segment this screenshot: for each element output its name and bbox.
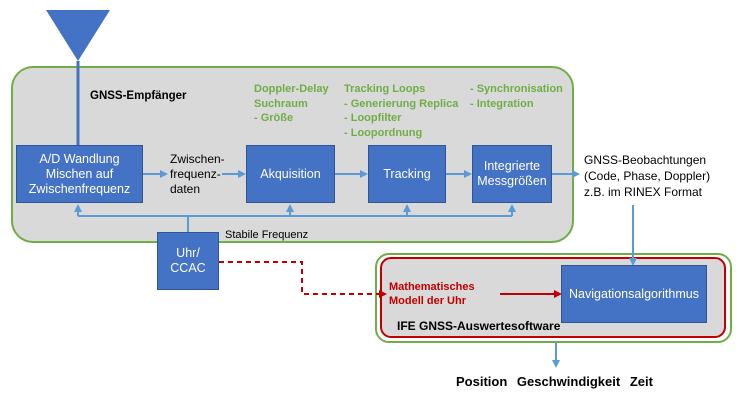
receiver-title: GNSS-Empfänger bbox=[90, 90, 187, 102]
measurement-note-2: - Integration bbox=[470, 97, 534, 110]
tracking-note-3: - Loopfilter bbox=[344, 112, 402, 124]
tracking-label: Tracking bbox=[383, 166, 431, 181]
clock-box: Uhr/ CCAC bbox=[157, 232, 219, 290]
measurements-line-1: Integrierte bbox=[483, 159, 541, 173]
acquisition-note-3: - Größe bbox=[254, 112, 294, 124]
output-time: Zeit bbox=[629, 374, 653, 389]
adc-mixer-box: A/D Wandlung Mischen auf Zwischenfrequen… bbox=[16, 145, 143, 203]
observations-line-2: (Code, Phase, Doppler) bbox=[584, 169, 711, 183]
measurement-notes: - Synchronisation - Integration bbox=[470, 82, 563, 111]
acquisition-label: Akquisition bbox=[260, 166, 321, 181]
observations-line-3: z.B. im RINEX Format bbox=[584, 185, 703, 199]
antenna-triangle-icon bbox=[46, 10, 110, 145]
clock-bus bbox=[74, 204, 516, 232]
clock-model-line-1: Mathematisches bbox=[389, 281, 475, 293]
acquisition-note-1: Doppler-Delay bbox=[254, 83, 329, 95]
adc-line-3: Zwischenfrequenz bbox=[28, 181, 131, 196]
dashed-arrow-clock-to-model bbox=[219, 261, 387, 298]
tracking-note-4: - Loopordnung bbox=[344, 126, 423, 139]
acquisition-box: Akquisition bbox=[246, 145, 335, 203]
clock-model-line-2: Modell der Uhr bbox=[389, 295, 467, 307]
output-position: Position bbox=[456, 374, 508, 389]
navigation-label: Navigationsalgorithmus bbox=[569, 286, 699, 301]
navigation-algorithm-box: Navigationsalgorithmus bbox=[561, 265, 707, 323]
if-line-3: daten bbox=[170, 182, 201, 196]
outputs-row: Position Geschwindigkeit Zeit bbox=[456, 374, 653, 390]
clock-line-1: Uhr/ bbox=[176, 246, 200, 260]
clock-line-2: CCAC bbox=[170, 261, 206, 275]
clock-model-label: Mathematisches Modell der Uhr bbox=[389, 280, 475, 308]
measurements-box: Integrierte Messgrößen bbox=[472, 145, 552, 203]
software-title: IFE GNSS-Auswertesoftware bbox=[397, 319, 561, 333]
measurement-note-1: - Synchronisation bbox=[470, 83, 563, 95]
observations-line-1: GNSS-Beobachtungen bbox=[584, 153, 707, 167]
gnss-observations-label: GNSS-Beobachtungen (Code, Phase, Doppler… bbox=[584, 152, 710, 200]
if-line-1: Zwischen- bbox=[170, 152, 225, 166]
output-velocity: Geschwindigkeit bbox=[516, 374, 621, 389]
tracking-box: Tracking bbox=[368, 145, 446, 203]
acquisition-note-2: Suchraum bbox=[254, 97, 308, 110]
adc-line-2: Mischen auf bbox=[45, 166, 114, 181]
intermediate-frequency-label: Zwischen- frequenz- daten bbox=[170, 152, 225, 197]
stable-frequency-label: Stabile Frequenz bbox=[225, 229, 309, 241]
adc-line-1: A/D Wandlung bbox=[39, 151, 120, 166]
if-line-2: frequenz- bbox=[170, 167, 221, 181]
tracking-note-1: Tracking Loops bbox=[344, 83, 426, 95]
tracking-note-2: - Generierung Replica bbox=[344, 97, 459, 110]
tracking-notes: Tracking Loops - Generierung Replica - L… bbox=[344, 82, 458, 140]
measurements-line-2: Messgrößen bbox=[477, 174, 547, 188]
acquisition-notes: Doppler-Delay Suchraum - Größe bbox=[254, 82, 329, 126]
